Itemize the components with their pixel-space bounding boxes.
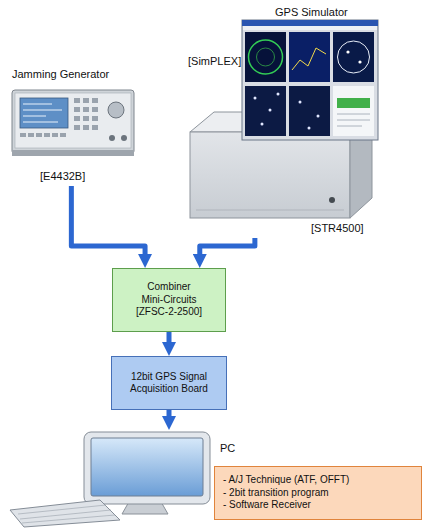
pc-computer	[91, 438, 203, 496]
simulator-screenshot	[242, 20, 378, 140]
device-name: Jamming Generator	[12, 68, 109, 81]
pc-computer	[20, 510, 111, 519]
signal-generator-device	[15, 93, 131, 148]
device-name: PC	[220, 442, 235, 455]
signal-generator-device	[74, 125, 80, 130]
signal-generator-device	[20, 98, 98, 137]
signal-generator-device	[92, 107, 98, 112]
pc-computer	[22, 515, 115, 523]
device-name: GPS Simulator	[275, 6, 348, 19]
simulator-screenshot	[358, 60, 361, 63]
simulator-screenshot	[317, 115, 320, 118]
signal-generator-device	[20, 133, 26, 137]
signal-generator-device	[121, 135, 127, 141]
simulator-device	[190, 132, 350, 218]
signal-generator-device	[12, 150, 134, 156]
signal-generator-device	[109, 135, 115, 141]
software-list-box: - A/J Technique (ATF, OFFT)- 2bit transi…	[214, 466, 422, 520]
combiner-box: CombinerMini-Circuits[ZFSC-2-2500]	[112, 268, 226, 332]
signal-generator-device	[108, 102, 124, 118]
signal-generator-device	[12, 90, 134, 154]
simulator-screenshot	[299, 101, 302, 104]
signal-generator-device	[12, 90, 134, 156]
simulator-screenshot	[245, 32, 286, 82]
simulator-screenshot	[337, 114, 370, 126]
simulator-screenshot	[261, 123, 264, 126]
simulator-screenshot	[269, 109, 272, 112]
simulator-screenshot	[242, 20, 378, 140]
signal-generator-device	[83, 98, 89, 103]
simulator-screenshot	[337, 98, 370, 108]
box-title: Combiner	[147, 281, 190, 294]
simulator-screenshot	[289, 86, 330, 136]
simulator-screenshot	[292, 48, 326, 70]
simulator-screenshot	[333, 32, 374, 82]
list-item: - Software Receiver	[223, 499, 311, 512]
box-title: 12bit GPS Signal Acquisition Board	[121, 371, 217, 396]
pc-computer	[18, 505, 106, 514]
signal-generator-device	[36, 133, 42, 137]
jamming-generator: Jamming Generator [E4432B]	[8, 68, 140, 186]
simulator-screenshot	[346, 50, 349, 53]
signal-generator-device	[92, 125, 98, 130]
pc-computer	[10, 432, 210, 527]
signal-generator-device	[44, 133, 50, 137]
simulator-screenshot	[333, 86, 374, 136]
signal-generator-device	[23, 104, 52, 105]
software-name: [SimPLEX]	[188, 55, 241, 68]
simulator-screenshot	[257, 48, 275, 66]
simulator-screenshot	[289, 32, 330, 82]
signal-generator-device	[83, 107, 89, 112]
signal-arrow	[167, 332, 172, 347]
simulator-screenshot	[337, 120, 370, 121]
model-number: [E4432B]	[40, 170, 85, 183]
list-item: - A/J Technique (ATF, OFFT)	[223, 474, 349, 487]
signal-generator-device	[83, 116, 89, 121]
signal-generator-device	[52, 133, 58, 137]
signal-generator-device	[23, 122, 58, 123]
signal-generator-device	[60, 133, 66, 137]
maker-name: Mini-Circuits	[142, 294, 197, 307]
gps-simulator: GPS Simulator [SimPLEX] [STR4500]	[186, 4, 432, 238]
simulator-screenshot	[338, 41, 370, 73]
simulator-screenshot	[249, 40, 283, 74]
simulator-screenshot	[242, 20, 378, 26]
signal-arrow	[167, 410, 172, 421]
signal-generator-device	[74, 98, 80, 103]
signal-arrow	[71, 186, 145, 259]
list-item: - 2bit transition program	[223, 487, 329, 500]
simulator-screenshot	[245, 86, 286, 136]
signal-generator-device	[23, 104, 62, 122]
pc-computer	[10, 500, 120, 527]
acquisition-board: 12bit GPS Signal Acquisition Board	[111, 356, 227, 410]
simulator-screenshot	[243, 26, 377, 30]
pc: PC	[4, 430, 240, 526]
simulator-device	[196, 210, 344, 211]
signal-generator-device	[74, 107, 80, 112]
signal-generator-device	[92, 98, 98, 103]
simulator-screenshot	[308, 127, 311, 130]
signal-generator-device	[20, 98, 68, 128]
simulator-device	[329, 197, 335, 203]
signal-generator-device	[83, 125, 89, 130]
simulator-screenshot	[337, 126, 362, 127]
signal-generator-device	[74, 116, 80, 121]
simulator-screenshot	[337, 114, 370, 115]
pc-computer	[18, 505, 115, 523]
signal-generator-device	[23, 110, 62, 111]
model-number: [STR4500]	[311, 222, 364, 235]
signal-arrow	[200, 238, 255, 259]
signal-generator-device	[28, 133, 34, 137]
simulator-screenshot	[277, 93, 280, 96]
simulator-screenshot	[254, 97, 257, 100]
pc-computer	[84, 432, 210, 504]
signal-generator-device	[23, 116, 46, 117]
signal-generator-device	[92, 116, 98, 121]
model-number: [ZFSC-2-2500]	[136, 306, 202, 319]
